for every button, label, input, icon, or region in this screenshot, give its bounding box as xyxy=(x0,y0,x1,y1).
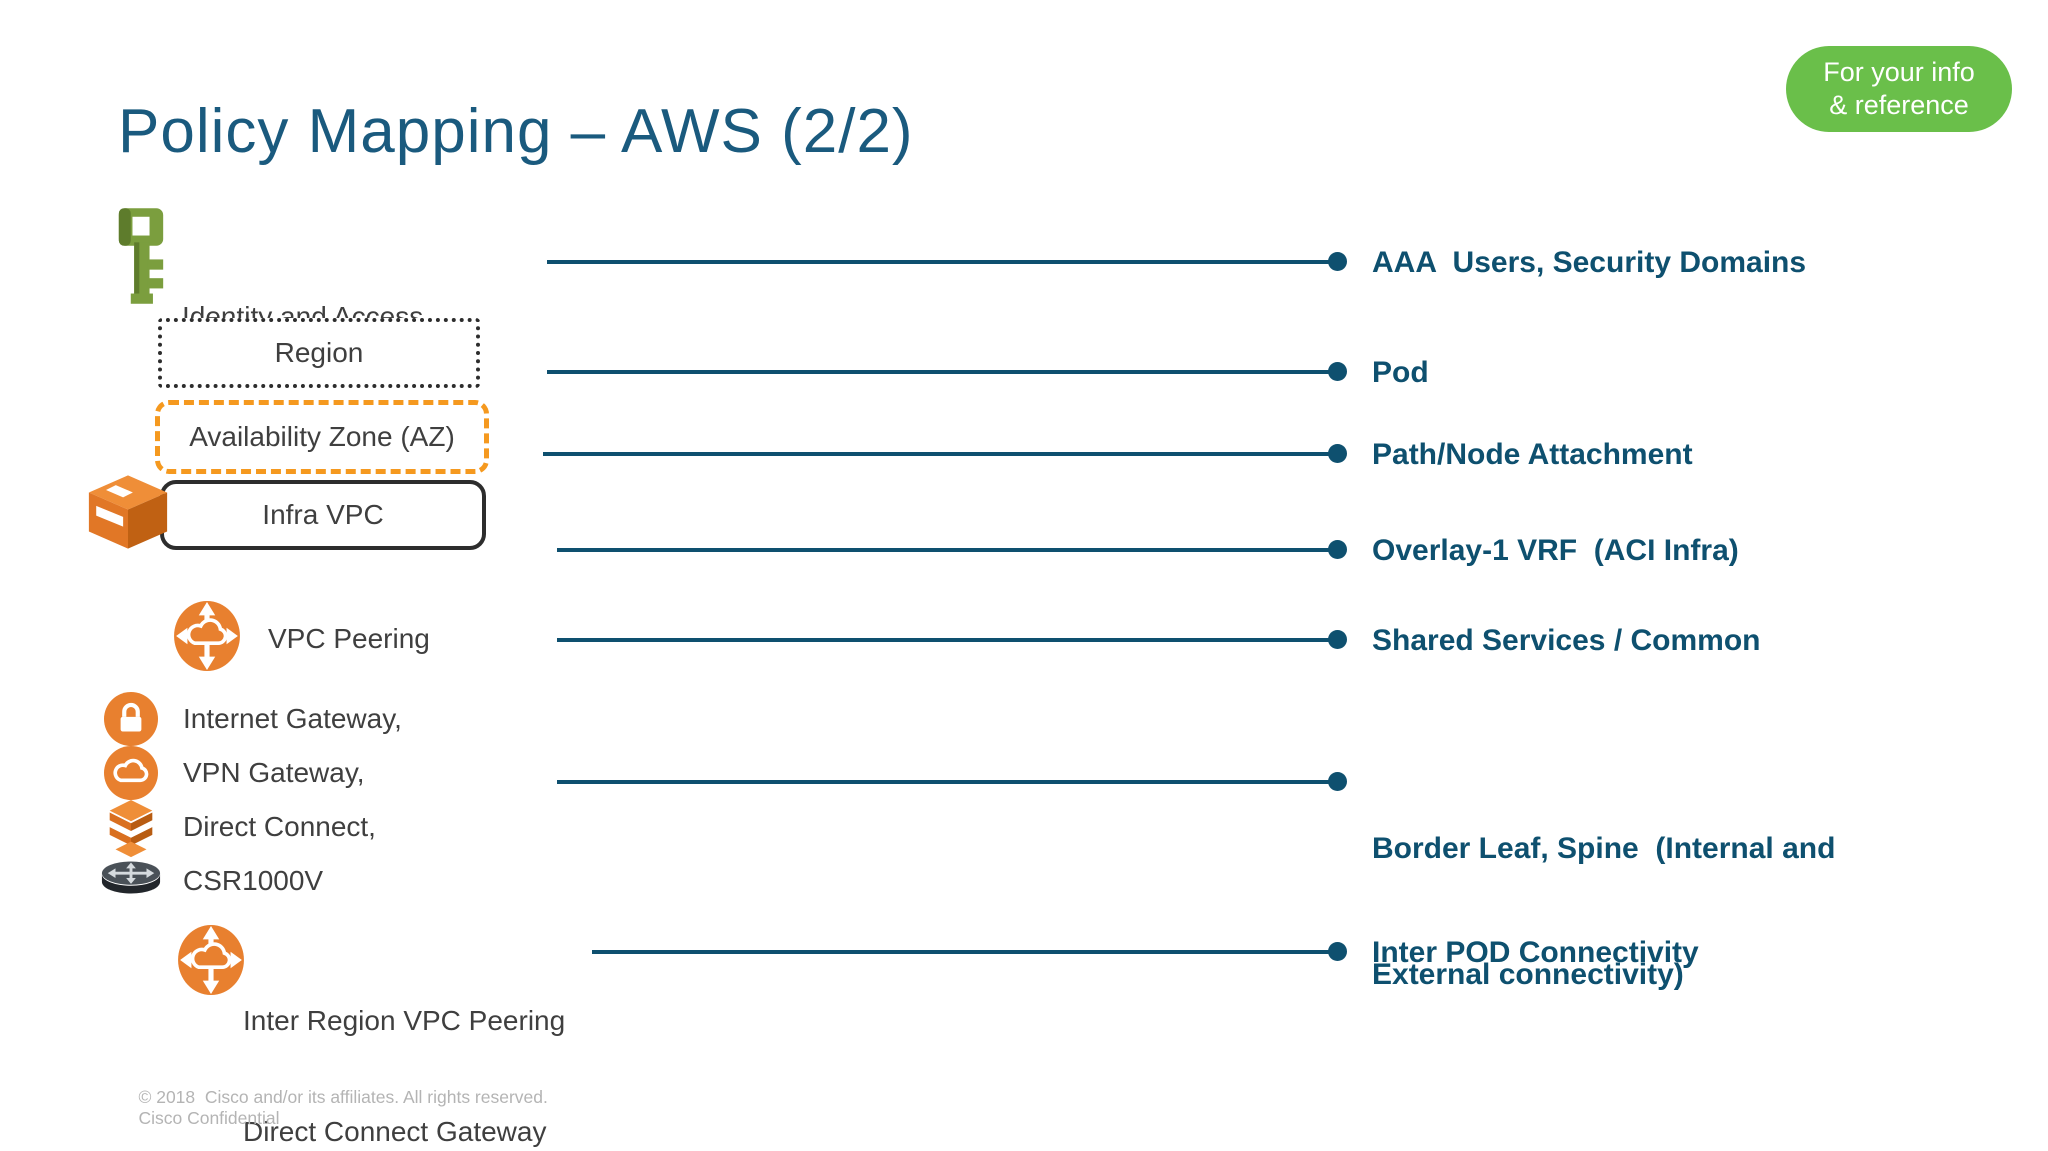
inter-region-vpc-peering-icon xyxy=(176,922,246,998)
vpn-gateway-label: VPN Gateway, xyxy=(183,757,365,788)
direct-connect-icon xyxy=(102,798,160,860)
region-box: Region xyxy=(158,318,480,388)
connector-dot-gateways xyxy=(1328,772,1347,791)
direct-connect-label: Direct Connect, xyxy=(183,811,376,842)
csr1000v-label: CSR1000V xyxy=(183,865,324,896)
aci-label-border-leaf-line-1: Border Leaf, Spine (Internal and xyxy=(1372,832,1836,865)
aci-label-border-leaf-line-2: External connectivity) xyxy=(1372,958,1684,991)
inter-region-label: Inter Region VPC Peering Direct Connect … xyxy=(243,928,565,1151)
aci-label-overlay1-vrf: Overlay-1 VRF (ACI Infra) xyxy=(1372,534,1739,567)
footer-copyright-text: © 2018 Cisco and/or its affiliates. All … xyxy=(138,1087,548,1107)
connector-dot-vpc-peering xyxy=(1328,630,1347,649)
connector-dot-region xyxy=(1328,362,1347,381)
footer-confidential-text: Cisco Confidential xyxy=(138,1108,280,1128)
badge-line-2: & reference xyxy=(1829,90,1969,120)
connector-line-vpc-peering xyxy=(557,638,1332,642)
internet-gateway-icon xyxy=(104,692,158,746)
infra-vpc-box: Infra VPC xyxy=(160,480,486,550)
connector-line-inter-region xyxy=(592,950,1332,954)
connector-dot-inter-region xyxy=(1328,942,1347,961)
aci-label-inter-pod: Inter POD Connectivity xyxy=(1372,936,1699,969)
footer-copyright: © 2018 Cisco and/or its affiliates. All … xyxy=(119,1066,570,1150)
aci-label-border-leaf: Border Leaf, Spine (Internal and Externa… xyxy=(1372,744,1835,1080)
vpc-peering-icon xyxy=(172,598,242,674)
page-title: Policy Mapping – AWS (2/2) xyxy=(118,97,914,166)
info-reference-badge: For your info & reference xyxy=(1786,46,2012,132)
csr1000v-icon xyxy=(100,858,162,898)
infra-vpc-label: Infra VPC xyxy=(262,499,384,530)
aci-label-shared-services: Shared Services / Common xyxy=(1372,624,1761,657)
connector-line-infra-vpc xyxy=(557,548,1332,552)
connector-line-az xyxy=(543,452,1332,456)
aci-label-pod: Pod xyxy=(1372,356,1429,389)
aws-vpc-icon xyxy=(84,466,172,558)
connector-line-gateways xyxy=(557,780,1332,784)
availability-zone-box: Availability Zone (AZ) xyxy=(155,400,489,474)
internet-gateway-label: Internet Gateway, xyxy=(183,703,402,734)
inter-region-label-line-2: Direct Connect Gateway xyxy=(243,1116,547,1147)
availability-zone-label: Availability Zone (AZ) xyxy=(189,421,455,452)
connector-line-iam xyxy=(547,260,1332,264)
aci-label-path-node: Path/Node Attachment xyxy=(1372,438,1693,471)
region-label: Region xyxy=(274,337,364,368)
aci-label-aaa: AAA Users, Security Domains xyxy=(1372,246,1807,279)
badge-line-1: For your info xyxy=(1823,57,1975,87)
connector-line-region xyxy=(547,370,1332,374)
connector-dot-az xyxy=(1328,444,1347,463)
vpc-peering-label: VPC Peering xyxy=(268,623,430,654)
iam-key-icon xyxy=(112,208,170,304)
connector-dot-iam xyxy=(1328,252,1347,271)
inter-region-label-line-1: Inter Region VPC Peering xyxy=(243,1005,566,1036)
connector-dot-infra-vpc xyxy=(1328,540,1347,559)
vpn-gateway-icon xyxy=(104,746,158,800)
